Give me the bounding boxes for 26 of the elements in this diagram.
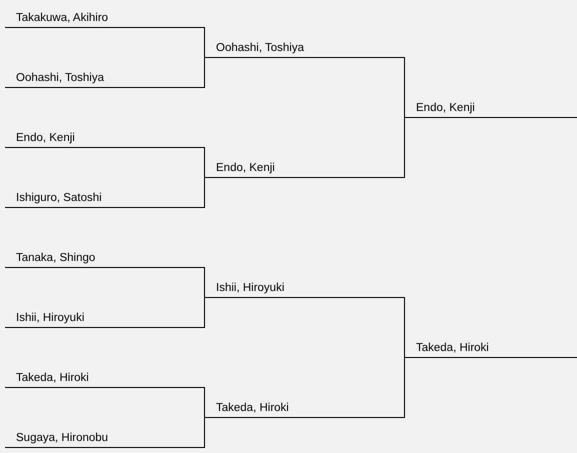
player-name: Oohashi, Toshiya — [16, 72, 104, 84]
player-name: Oohashi, Toshiya — [216, 42, 304, 54]
player-name: Tanaka, Shingo — [16, 252, 96, 264]
bracket-connector — [204, 297, 205, 328]
player-name: Ishii, Hiroyuki — [216, 282, 284, 294]
player-name: Takeda, Hiroki — [416, 342, 489, 354]
player-name: Takeda, Hiroki — [16, 372, 89, 384]
player-name: Ishiguro, Satoshi — [16, 192, 102, 204]
bracket-connector — [204, 177, 205, 208]
player-name: Takeda, Hiroki — [216, 402, 289, 414]
bracket-connector — [404, 297, 405, 358]
player-name: Endo, Kenji — [416, 102, 475, 114]
bracket-connector — [204, 267, 205, 298]
bracket-connector — [204, 27, 205, 58]
bracket-connector — [404, 117, 405, 178]
bracket-connector — [204, 417, 205, 448]
bracket-connector — [404, 57, 405, 118]
player-name: Takakuwa, Akihiro — [16, 12, 108, 24]
player-name: Ishii, Hiroyuki — [16, 312, 84, 324]
player-name: Endo, Kenji — [16, 132, 75, 144]
player-name: Endo, Kenji — [216, 162, 275, 174]
bracket-connector — [204, 147, 205, 178]
bracket-connector — [204, 57, 205, 88]
player-name: Sugaya, Hironobu — [16, 432, 108, 444]
bracket-connector — [404, 357, 405, 418]
bracket-connector — [204, 387, 205, 418]
